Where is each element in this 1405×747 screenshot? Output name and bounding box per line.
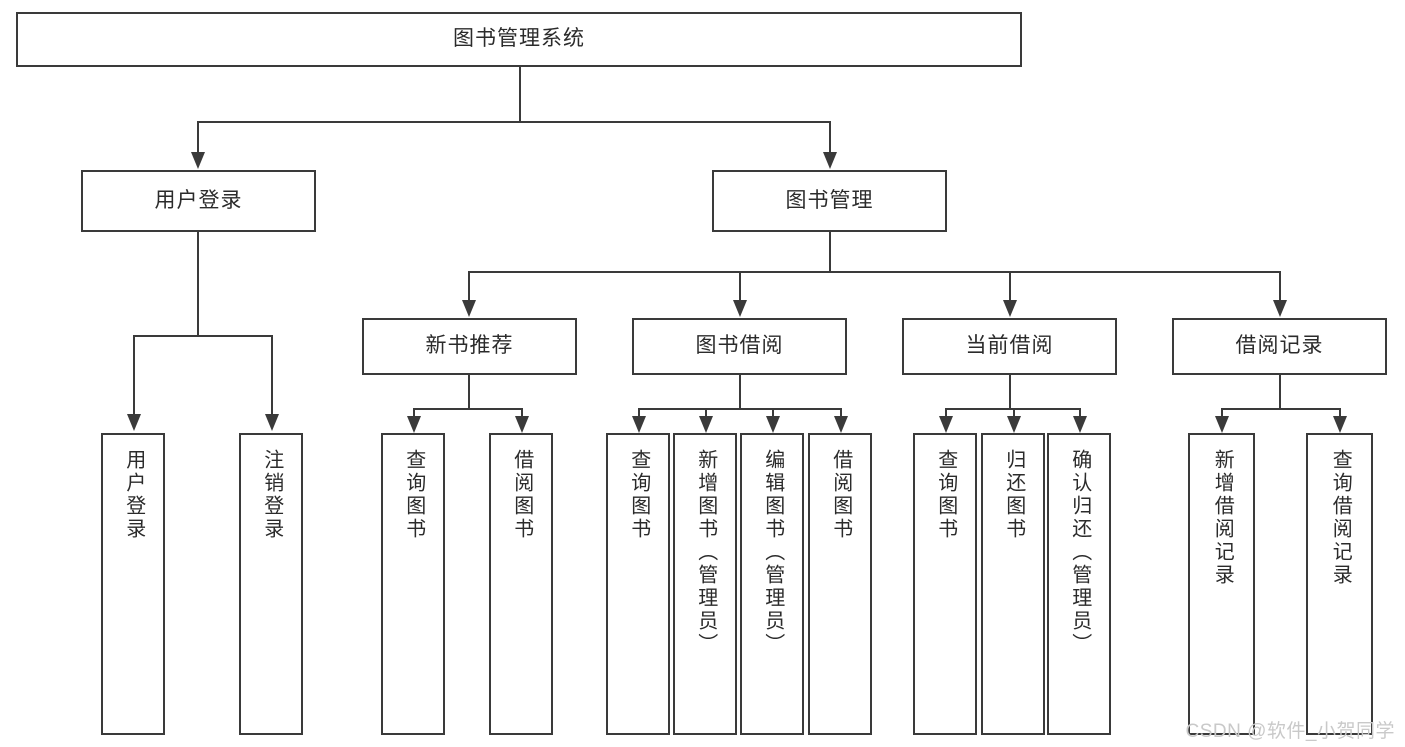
- leaf-label: 查询图书: [402, 449, 425, 541]
- arrowhead-bb-to-leaf-1: [699, 416, 713, 433]
- leaf-new-book-recommend-1[interactable]: 借阅图书: [489, 433, 553, 735]
- arrowhead-bm-to-book-borrow: [733, 300, 747, 317]
- connector-new-book-bus: [413, 408, 523, 410]
- node-label: 当前借阅: [965, 334, 1054, 358]
- connector-root-to-book-management: [829, 121, 831, 153]
- connector-nb-to-leaf-0: [413, 408, 415, 419]
- arrowhead-cb-to-leaf-0: [939, 416, 953, 433]
- leaf-borrow-record-0[interactable]: 新增借阅记录: [1188, 433, 1255, 735]
- leaf-new-book-recommend-0[interactable]: 查询图书: [381, 433, 445, 735]
- leaf-book-borrow-0[interactable]: 查询图书: [606, 433, 670, 735]
- connector-user-login-stem: [197, 232, 199, 336]
- connector-bm-to-book-borrow: [739, 271, 741, 301]
- connector-bb-to-leaf-2: [772, 408, 774, 419]
- connector-book-management-stem: [829, 232, 831, 272]
- arrowhead-user-login-to-leaf-0: [127, 414, 141, 431]
- leaf-label: 查询图书: [627, 449, 650, 541]
- node-root-book-management-system[interactable]: 图书管理系统: [16, 12, 1022, 67]
- connector-book-borrow-stem: [739, 375, 741, 409]
- csdn-watermark: CSDN @软件_小贺同学: [1185, 721, 1395, 742]
- leaf-current-borrow-1[interactable]: 归还图书: [981, 433, 1045, 735]
- connector-cb-to-leaf-0: [945, 408, 947, 419]
- leaf-label: 借阅图书: [829, 449, 852, 541]
- leaf-label: 注销登录: [260, 449, 283, 541]
- node-book-management[interactable]: 图书管理: [712, 170, 947, 232]
- leaf-label: 确认归还（管理员）: [1068, 449, 1091, 656]
- connector-borrow-record-stem: [1279, 375, 1281, 409]
- connector-user-login-to-leaf-1: [271, 335, 273, 415]
- arrowhead-nb-to-leaf-1: [515, 416, 529, 433]
- arrowhead-br-to-leaf-1: [1333, 416, 1347, 433]
- leaf-current-borrow-0[interactable]: 查询图书: [913, 433, 977, 735]
- arrowhead-root-to-user-login: [191, 152, 205, 169]
- connector-cb-to-leaf-1: [1013, 408, 1015, 419]
- connector-bb-to-leaf-1: [705, 408, 707, 419]
- connector-borrow-record-bus: [1221, 408, 1341, 410]
- node-label: 新书推荐: [425, 334, 514, 358]
- connector-bm-to-current-borrow: [1009, 271, 1011, 301]
- connector-root-stem: [519, 67, 521, 122]
- leaf-label: 新增借阅记录: [1211, 449, 1234, 587]
- node-borrow-record[interactable]: 借阅记录: [1172, 318, 1387, 375]
- connector-bb-to-leaf-3: [840, 408, 842, 419]
- node-current-borrow[interactable]: 当前借阅: [902, 318, 1117, 375]
- arrowhead-nb-to-leaf-0: [407, 416, 421, 433]
- connector-cb-to-leaf-2: [1079, 408, 1081, 419]
- leaf-user-login-1[interactable]: 注销登录: [239, 433, 303, 735]
- connector-nb-to-leaf-1: [521, 408, 523, 419]
- leaf-label: 查询图书: [934, 449, 957, 541]
- leaf-current-borrow-2[interactable]: 确认归还（管理员）: [1047, 433, 1111, 735]
- leaf-label: 新增图书（管理员）: [694, 449, 717, 656]
- arrowhead-user-login-to-leaf-1: [265, 414, 279, 431]
- leaf-user-login-0[interactable]: 用户登录: [101, 433, 165, 735]
- connector-current-borrow-stem: [1009, 375, 1011, 409]
- node-new-book-recommend[interactable]: 新书推荐: [362, 318, 577, 375]
- connector-br-to-leaf-1: [1339, 408, 1341, 419]
- connector-br-to-leaf-0: [1221, 408, 1223, 419]
- connector-bm-to-borrow-record: [1279, 271, 1281, 301]
- arrowhead-cb-to-leaf-2: [1073, 416, 1087, 433]
- arrowhead-root-to-book-management: [823, 152, 837, 169]
- connector-user-login-to-leaf-0: [133, 335, 135, 415]
- arrowhead-br-to-leaf-0: [1215, 416, 1229, 433]
- node-user-login[interactable]: 用户登录: [81, 170, 316, 232]
- leaf-label: 查询借阅记录: [1329, 449, 1352, 587]
- connector-bm-to-new-book: [468, 271, 470, 301]
- node-label: 用户登录: [154, 188, 243, 212]
- node-label: 图书借阅: [695, 334, 784, 358]
- leaf-borrow-record-1[interactable]: 查询借阅记录: [1306, 433, 1373, 735]
- arrowhead-cb-to-leaf-1: [1007, 416, 1021, 433]
- arrowhead-bm-to-current-borrow: [1003, 300, 1017, 317]
- arrowhead-bb-to-leaf-2: [766, 416, 780, 433]
- connector-book-borrow-bus: [638, 408, 841, 410]
- arrowhead-bm-to-borrow-record: [1273, 300, 1287, 317]
- connector-root-to-user-login: [197, 121, 199, 153]
- leaf-label: 借阅图书: [510, 449, 533, 541]
- leaf-label: 归还图书: [1002, 449, 1025, 541]
- connector-user-login-bus: [133, 335, 273, 337]
- leaf-book-borrow-2[interactable]: 编辑图书（管理员）: [740, 433, 804, 735]
- node-label: 图书管理: [785, 188, 874, 212]
- arrowhead-bb-to-leaf-0: [632, 416, 646, 433]
- node-label: 图书管理系统: [453, 27, 585, 51]
- leaf-book-borrow-1[interactable]: 新增图书（管理员）: [673, 433, 737, 735]
- connector-current-borrow-bus: [945, 408, 1080, 410]
- node-label: 借阅记录: [1235, 334, 1324, 358]
- node-book-borrow[interactable]: 图书借阅: [632, 318, 847, 375]
- arrowhead-bb-to-leaf-3: [834, 416, 848, 433]
- connector-new-book-stem: [468, 375, 470, 409]
- leaf-book-borrow-3[interactable]: 借阅图书: [808, 433, 872, 735]
- leaf-label: 用户登录: [122, 449, 145, 541]
- leaf-label: 编辑图书（管理员）: [761, 449, 784, 656]
- arrowhead-bm-to-new-book: [462, 300, 476, 317]
- connector-root-bus: [197, 121, 831, 123]
- connector-book-management-bus: [468, 271, 1280, 273]
- connector-bb-to-leaf-0: [638, 408, 640, 419]
